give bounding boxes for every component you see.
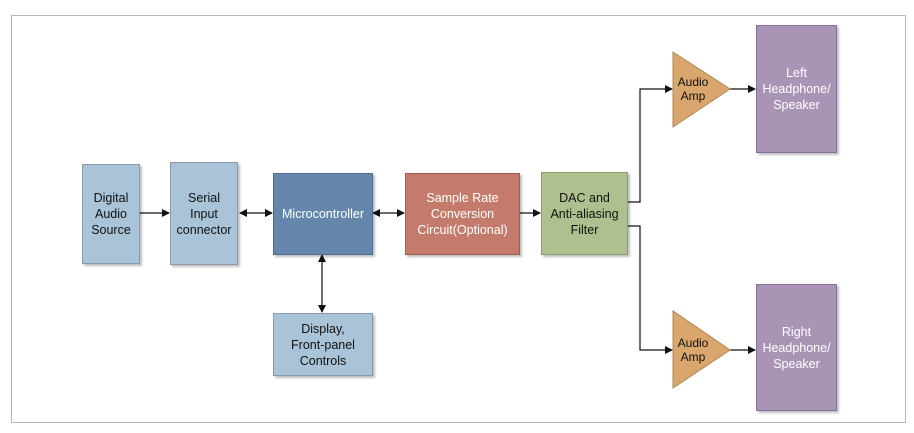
microcontroller-label: Microcontroller [282, 207, 364, 221]
digital-audio-source-label: Digital Audio Source [91, 191, 131, 237]
left-speaker-label: Left Headphone/ Speaker [762, 66, 831, 112]
top-amplifier-triangle [672, 51, 731, 128]
arrow-dac-to-bottom-amp [628, 225, 673, 354]
dac-filter-block: DAC and Anti-aliasing Filter [541, 172, 628, 255]
display-controls-block: Display, Front-panel Controls [273, 313, 373, 376]
sample-rate-conversion-label: Sample Rate Conversion Circuit(Optional) [417, 191, 508, 237]
serial-input-connector-label: Serial Input connector [176, 190, 232, 237]
display-controls-label: Display, Front-panel Controls [291, 321, 355, 368]
right-speaker-block: Right Headphone/ Speaker [756, 284, 837, 411]
diagram-frame [11, 15, 906, 423]
microcontroller-block: Microcontroller [273, 173, 373, 255]
bottom-amplifier-label: Audio Amp [677, 336, 709, 364]
right-speaker-label: Right Headphone/ Speaker [762, 324, 831, 371]
serial-input-connector-block: Serial Input connector [170, 162, 238, 265]
left-speaker-block: Left Headphone/ Speaker [756, 25, 837, 153]
dac-filter-label: DAC and Anti-aliasing Filter [550, 190, 619, 237]
arrow-dac-to-top-amp [628, 85, 673, 203]
top-amplifier-label: Audio Amp [677, 75, 709, 103]
bottom-amplifier-triangle [672, 310, 731, 389]
digital-audio-source-block: Digital Audio Source [82, 164, 140, 264]
sample-rate-conversion-block: Sample Rate Conversion Circuit(Optional) [405, 173, 520, 255]
